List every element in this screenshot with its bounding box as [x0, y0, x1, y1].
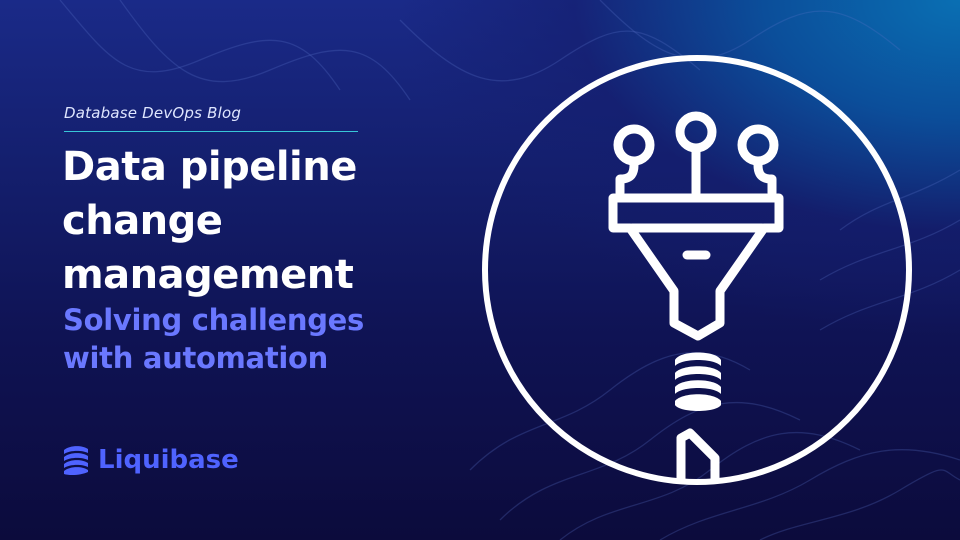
liquibase-logo-icon: [64, 446, 88, 476]
data-pipeline-funnel-icon: [482, 55, 912, 485]
logo-wordmark: Liquibase: [98, 445, 239, 475]
illustration-ring: [482, 55, 912, 485]
page-subtitle: Solving challenges with automation: [63, 303, 364, 375]
brand-logo: Liquibase: [62, 440, 239, 480]
kicker-divider: [64, 131, 358, 132]
page-title: Data pipeline change management: [62, 144, 357, 298]
blog-category-label: Database DevOps Blog: [64, 104, 242, 122]
